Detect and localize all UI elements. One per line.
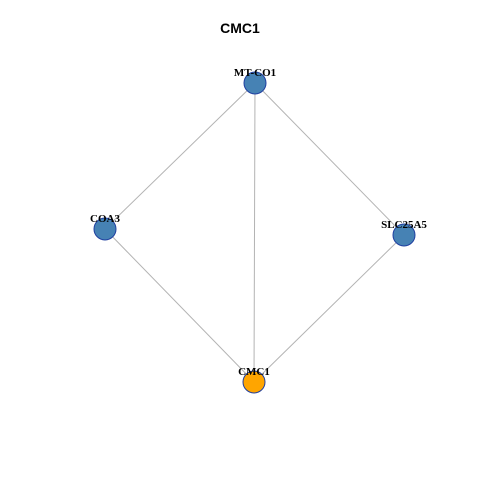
node-cmc1 <box>242 370 266 394</box>
nodes-layer <box>93 71 416 394</box>
edge-mt-co1-coa3 <box>104 82 256 230</box>
edge-coa3-cmc1 <box>104 228 255 383</box>
edge-mt-co1-slc25a5 <box>254 82 405 236</box>
node-mt-co1 <box>243 71 267 95</box>
edge-mt-co1-cmc1 <box>253 82 256 383</box>
edges-layer <box>104 82 405 383</box>
node-slc25a5 <box>392 223 416 247</box>
node-label-cmc1: CMC1 <box>238 366 270 378</box>
edge-slc25a5-cmc1 <box>253 234 405 383</box>
node-label-slc25a5: SLC25A5 <box>381 219 427 231</box>
plot-title: CMC1 <box>220 20 260 36</box>
node-coa3 <box>93 217 117 241</box>
node-label-coa3: COA3 <box>90 213 120 225</box>
node-label-mt-co1: MT-CO1 <box>234 67 276 79</box>
